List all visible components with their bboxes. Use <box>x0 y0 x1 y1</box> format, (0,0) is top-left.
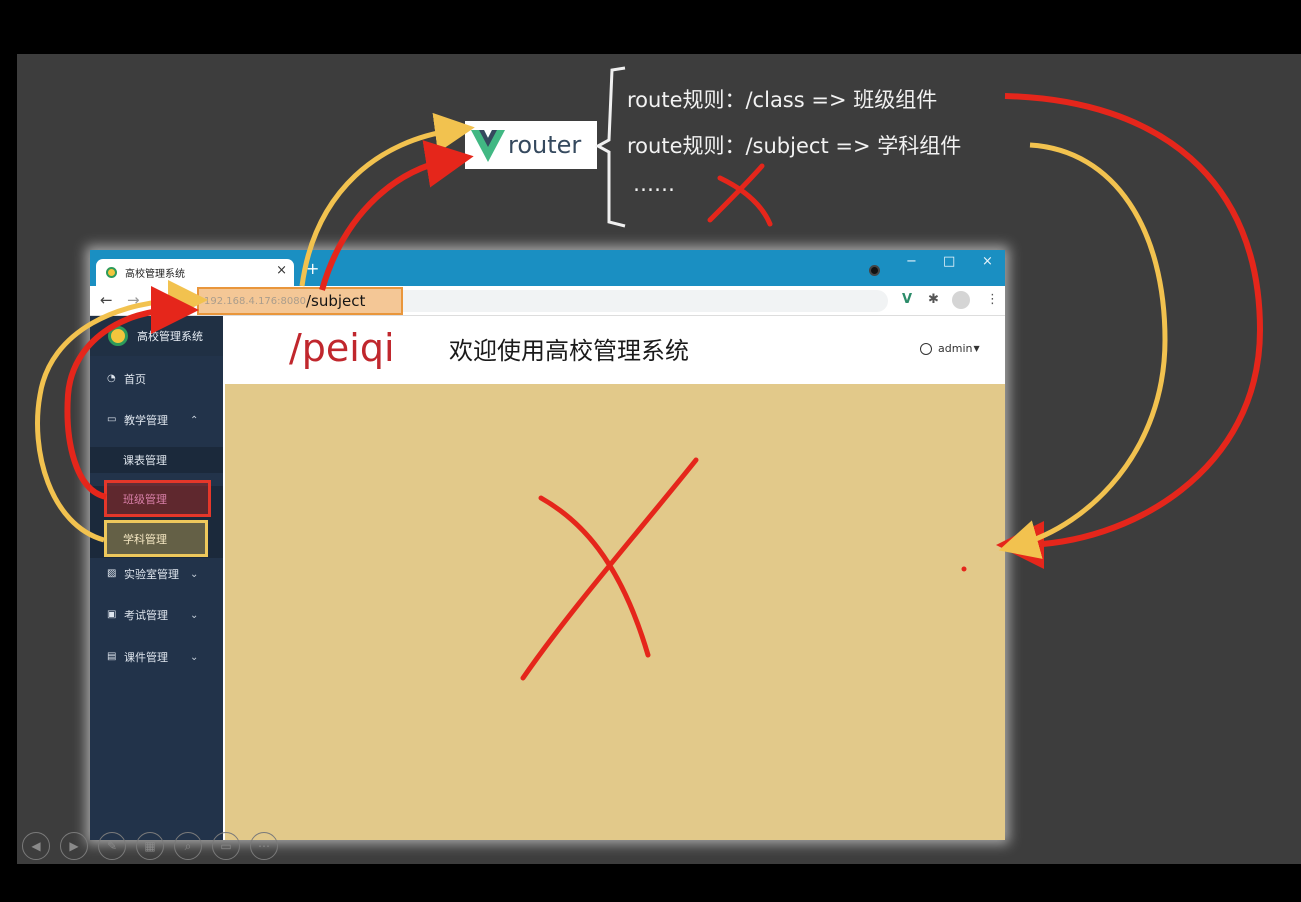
username: admin <box>938 342 973 355</box>
chevron-down-icon: ⌄ <box>190 568 199 580</box>
sidebar-item-class-highlight[interactable]: 班级管理 <box>104 480 211 517</box>
user-icon <box>920 342 932 355</box>
extensions-icon[interactable]: ✱ <box>928 292 939 307</box>
file-icon: ▤ <box>107 651 117 662</box>
dashboard-icon: ◔ <box>107 373 116 384</box>
chevron-up-icon: ⌃ <box>190 414 199 426</box>
lock-icon: ▣ <box>107 609 117 620</box>
chevron-down-icon: ⌄ <box>190 651 199 663</box>
minimize-button[interactable]: − <box>906 254 917 269</box>
sidebar-item-label: 考试管理 <box>124 609 168 622</box>
profile-icon[interactable] <box>952 291 970 309</box>
slides-overview-button[interactable]: ▦ <box>136 832 164 860</box>
sidebar-item-courseware[interactable]: ▤ 课件管理 ⌄ <box>90 644 223 670</box>
sidebar-item-teaching[interactable]: ▭ 教学管理 ⌃ <box>90 407 223 433</box>
sidebar-item-label: 教学管理 <box>124 414 168 427</box>
sidebar-item-label: 课表管理 <box>123 454 167 467</box>
handwritten-path-annotation: /peiqi <box>289 326 395 370</box>
subtitles-button[interactable]: ▭ <box>212 832 240 860</box>
page-title: 欢迎使用高校管理系统 <box>449 337 689 365</box>
sidebar-brand: 高校管理系统 <box>90 316 223 356</box>
close-window-button[interactable]: × <box>982 254 993 269</box>
url-highlight[interactable]: 192.168.4.176:8080 /subject <box>197 287 403 315</box>
sidebar-item-label: 实验室管理 <box>124 568 179 581</box>
sidebar-item-label: 课件管理 <box>124 651 168 664</box>
user-menu[interactable]: admin ▼ <box>920 342 980 355</box>
maximize-button[interactable]: □ <box>943 254 956 269</box>
app-header: /peiqi 欢迎使用高校管理系统 admin ▼ <box>223 316 1005 384</box>
route-rule-subject: route规则：/subject => 学科组件 <box>627 134 962 158</box>
route-rule-ellipsis: …… <box>633 172 675 196</box>
sidebar-item-timetable[interactable]: 课表管理 <box>90 447 223 473</box>
brand-title: 高校管理系统 <box>137 330 203 343</box>
main-content <box>225 384 1005 840</box>
url-host: 192.168.4.176:8080 <box>204 295 306 307</box>
brand-logo-icon <box>108 326 128 346</box>
tab-close-icon[interactable]: × <box>276 263 287 278</box>
sidebar-item-home[interactable]: ◔ 首页 <box>90 366 223 392</box>
tab-strip: 高校管理系统 × + − □ × <box>90 250 1005 286</box>
sidebar-item-subject-highlight[interactable]: 学科管理 <box>104 520 208 557</box>
zoom-button[interactable]: ⌕ <box>174 832 202 860</box>
router-logo-text: router <box>508 131 582 159</box>
pen-tool-button[interactable]: ✎ <box>98 832 126 860</box>
forward-button[interactable]: → <box>127 291 140 309</box>
previous-slide-button[interactable]: ◀ <box>22 832 50 860</box>
next-slide-button[interactable]: ▶ <box>60 832 88 860</box>
vue-logo-icon <box>471 130 505 162</box>
vue-router-logo: router <box>465 121 597 169</box>
sidebar-item-label: 首页 <box>124 373 146 386</box>
caret-down-icon: ▼ <box>973 344 980 353</box>
chevron-down-icon: ⌄ <box>190 609 199 621</box>
more-menu-icon[interactable]: ⋮ <box>986 292 999 307</box>
sidebar-item-label: 学科管理 <box>123 532 167 546</box>
sidebar: 高校管理系统 ◔ 首页 ▭ 教学管理 ⌃ 课表管理 ▨ 实验室管理 ⌄ ▣ 考试… <box>90 316 223 840</box>
route-rule-class: route规则：/class => 班级组件 <box>627 88 938 112</box>
sidebar-item-lab[interactable]: ▨ 实验室管理 ⌄ <box>90 561 223 587</box>
back-button[interactable]: ← <box>100 291 113 309</box>
tab-favicon-icon <box>106 267 117 278</box>
url-path: /subject <box>305 292 366 310</box>
sidebar-item-label: 班级管理 <box>123 492 167 506</box>
browser-window: 高校管理系统 × + − □ × ← → C V ✱ ⋮ 高校管理系统 ◔ 首页… <box>90 250 1005 840</box>
sidebar-item-exam[interactable]: ▣ 考试管理 ⌄ <box>90 602 223 628</box>
edit-icon: ▨ <box>107 568 117 579</box>
new-tab-button[interactable]: + <box>306 259 320 278</box>
reload-button[interactable]: C <box>154 293 164 308</box>
tab-title: 高校管理系统 <box>125 269 185 280</box>
monitor-icon: ▭ <box>107 414 117 425</box>
browser-tab[interactable]: 高校管理系统 × <box>96 259 294 286</box>
more-options-button[interactable]: ⋯ <box>250 832 278 860</box>
record-icon <box>869 265 880 276</box>
vue-devtools-icon[interactable]: V <box>902 292 913 307</box>
